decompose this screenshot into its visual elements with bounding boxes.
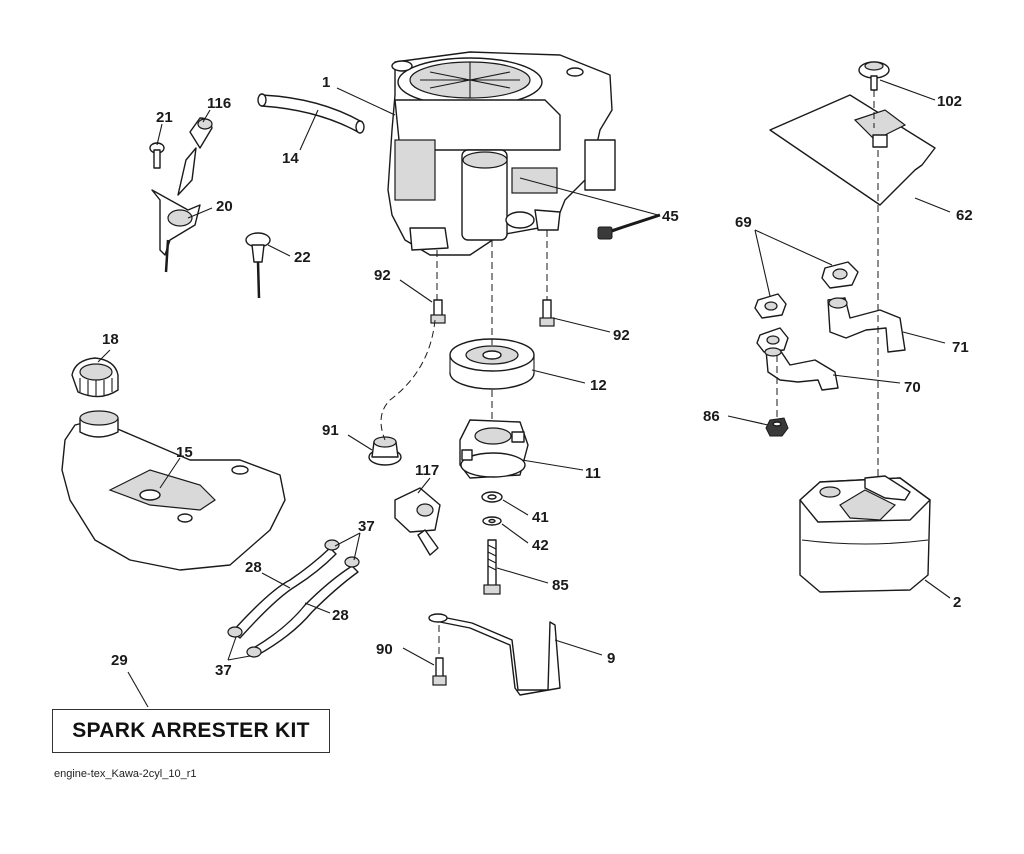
callout-12: 12 xyxy=(590,377,607,394)
bolt-part-45 xyxy=(597,213,661,240)
callout-92-right: 92 xyxy=(613,327,630,344)
callout-85: 85 xyxy=(552,577,569,594)
bolt-part-85 xyxy=(483,539,501,595)
screw-part-102 xyxy=(858,61,890,91)
callout-28-lower: 28 xyxy=(332,607,349,624)
callout-14: 14 xyxy=(282,150,299,167)
callout-numbers: 1 2 9 11 12 14 15 18 20 21 22 28 28 29 3… xyxy=(102,74,973,679)
exhaust-pipe-part-71 xyxy=(827,297,906,353)
callout-9: 9 xyxy=(607,650,615,667)
engine-part-1 xyxy=(387,51,616,256)
callout-15: 15 xyxy=(176,444,193,461)
callout-45: 45 xyxy=(662,208,679,225)
fuel-hose-part-28-lower xyxy=(249,565,359,657)
callout-11: 11 xyxy=(585,465,601,482)
pulley-part-12 xyxy=(449,338,535,390)
fuel-valve-part-117 xyxy=(394,487,441,556)
choke-part-22 xyxy=(245,232,271,299)
bolt-part-90 xyxy=(432,657,447,686)
spacer-part-91 xyxy=(368,436,402,466)
assembly-lines xyxy=(380,90,879,658)
callout-41: 41 xyxy=(532,509,549,526)
callout-70: 70 xyxy=(904,379,921,396)
callout-2: 2 xyxy=(953,594,961,611)
fuel-cap-part-18 xyxy=(71,357,119,398)
callout-20: 20 xyxy=(216,198,233,215)
throttle-bracket-part-20 xyxy=(151,147,201,273)
callout-22: 22 xyxy=(294,249,311,266)
throttle-knob-part-116 xyxy=(189,117,213,149)
callout-37-lower: 37 xyxy=(215,662,232,679)
hose-clamp-part-37 xyxy=(227,539,360,658)
callout-62: 62 xyxy=(956,207,973,224)
callout-28-upper: 28 xyxy=(245,559,262,576)
callout-37-upper: 37 xyxy=(358,518,375,535)
callout-102: 102 xyxy=(937,93,962,110)
callout-29: 29 xyxy=(111,652,128,669)
callout-69: 69 xyxy=(735,214,752,231)
nut-part-86 xyxy=(765,417,789,437)
fuel-hose-part-28-upper xyxy=(231,547,337,639)
rod-part-9 xyxy=(428,613,561,696)
fuel-tank-part-15 xyxy=(61,410,286,571)
callout-92-left: 92 xyxy=(374,267,391,284)
file-reference: engine-tex_Kawa-2cyl_10_r1 xyxy=(54,768,197,780)
spark-arrester-kit-box: SPARK ARRESTER KIT xyxy=(52,709,330,753)
gasket-part-69 xyxy=(754,261,859,353)
clutch-part-11 xyxy=(459,419,529,479)
screw-part-21 xyxy=(149,142,165,169)
callout-1: 1 xyxy=(322,74,330,91)
callout-18: 18 xyxy=(102,331,119,348)
callout-116: 116 xyxy=(207,95,231,112)
callout-leaders xyxy=(97,79,951,708)
callout-42: 42 xyxy=(532,537,549,554)
exhaust-pipe-part-70 xyxy=(764,347,839,391)
spark-arrester-kit-label: SPARK ARRESTER KIT xyxy=(72,719,310,742)
washer-part-41 xyxy=(481,491,503,503)
heat-shield-part-62 xyxy=(769,94,936,206)
fuel-hose-part-14 xyxy=(257,93,365,134)
callout-86: 86 xyxy=(703,408,720,425)
callout-71: 71 xyxy=(952,339,969,356)
washer-part-42 xyxy=(482,516,502,526)
callout-117: 117 xyxy=(415,462,439,479)
bolt-part-92-left xyxy=(430,299,446,324)
callout-90: 90 xyxy=(376,641,393,658)
bolt-part-92-right xyxy=(539,299,555,327)
muffler-part-2 xyxy=(799,475,931,593)
callout-21: 21 xyxy=(156,109,173,126)
callout-91: 91 xyxy=(322,422,339,439)
